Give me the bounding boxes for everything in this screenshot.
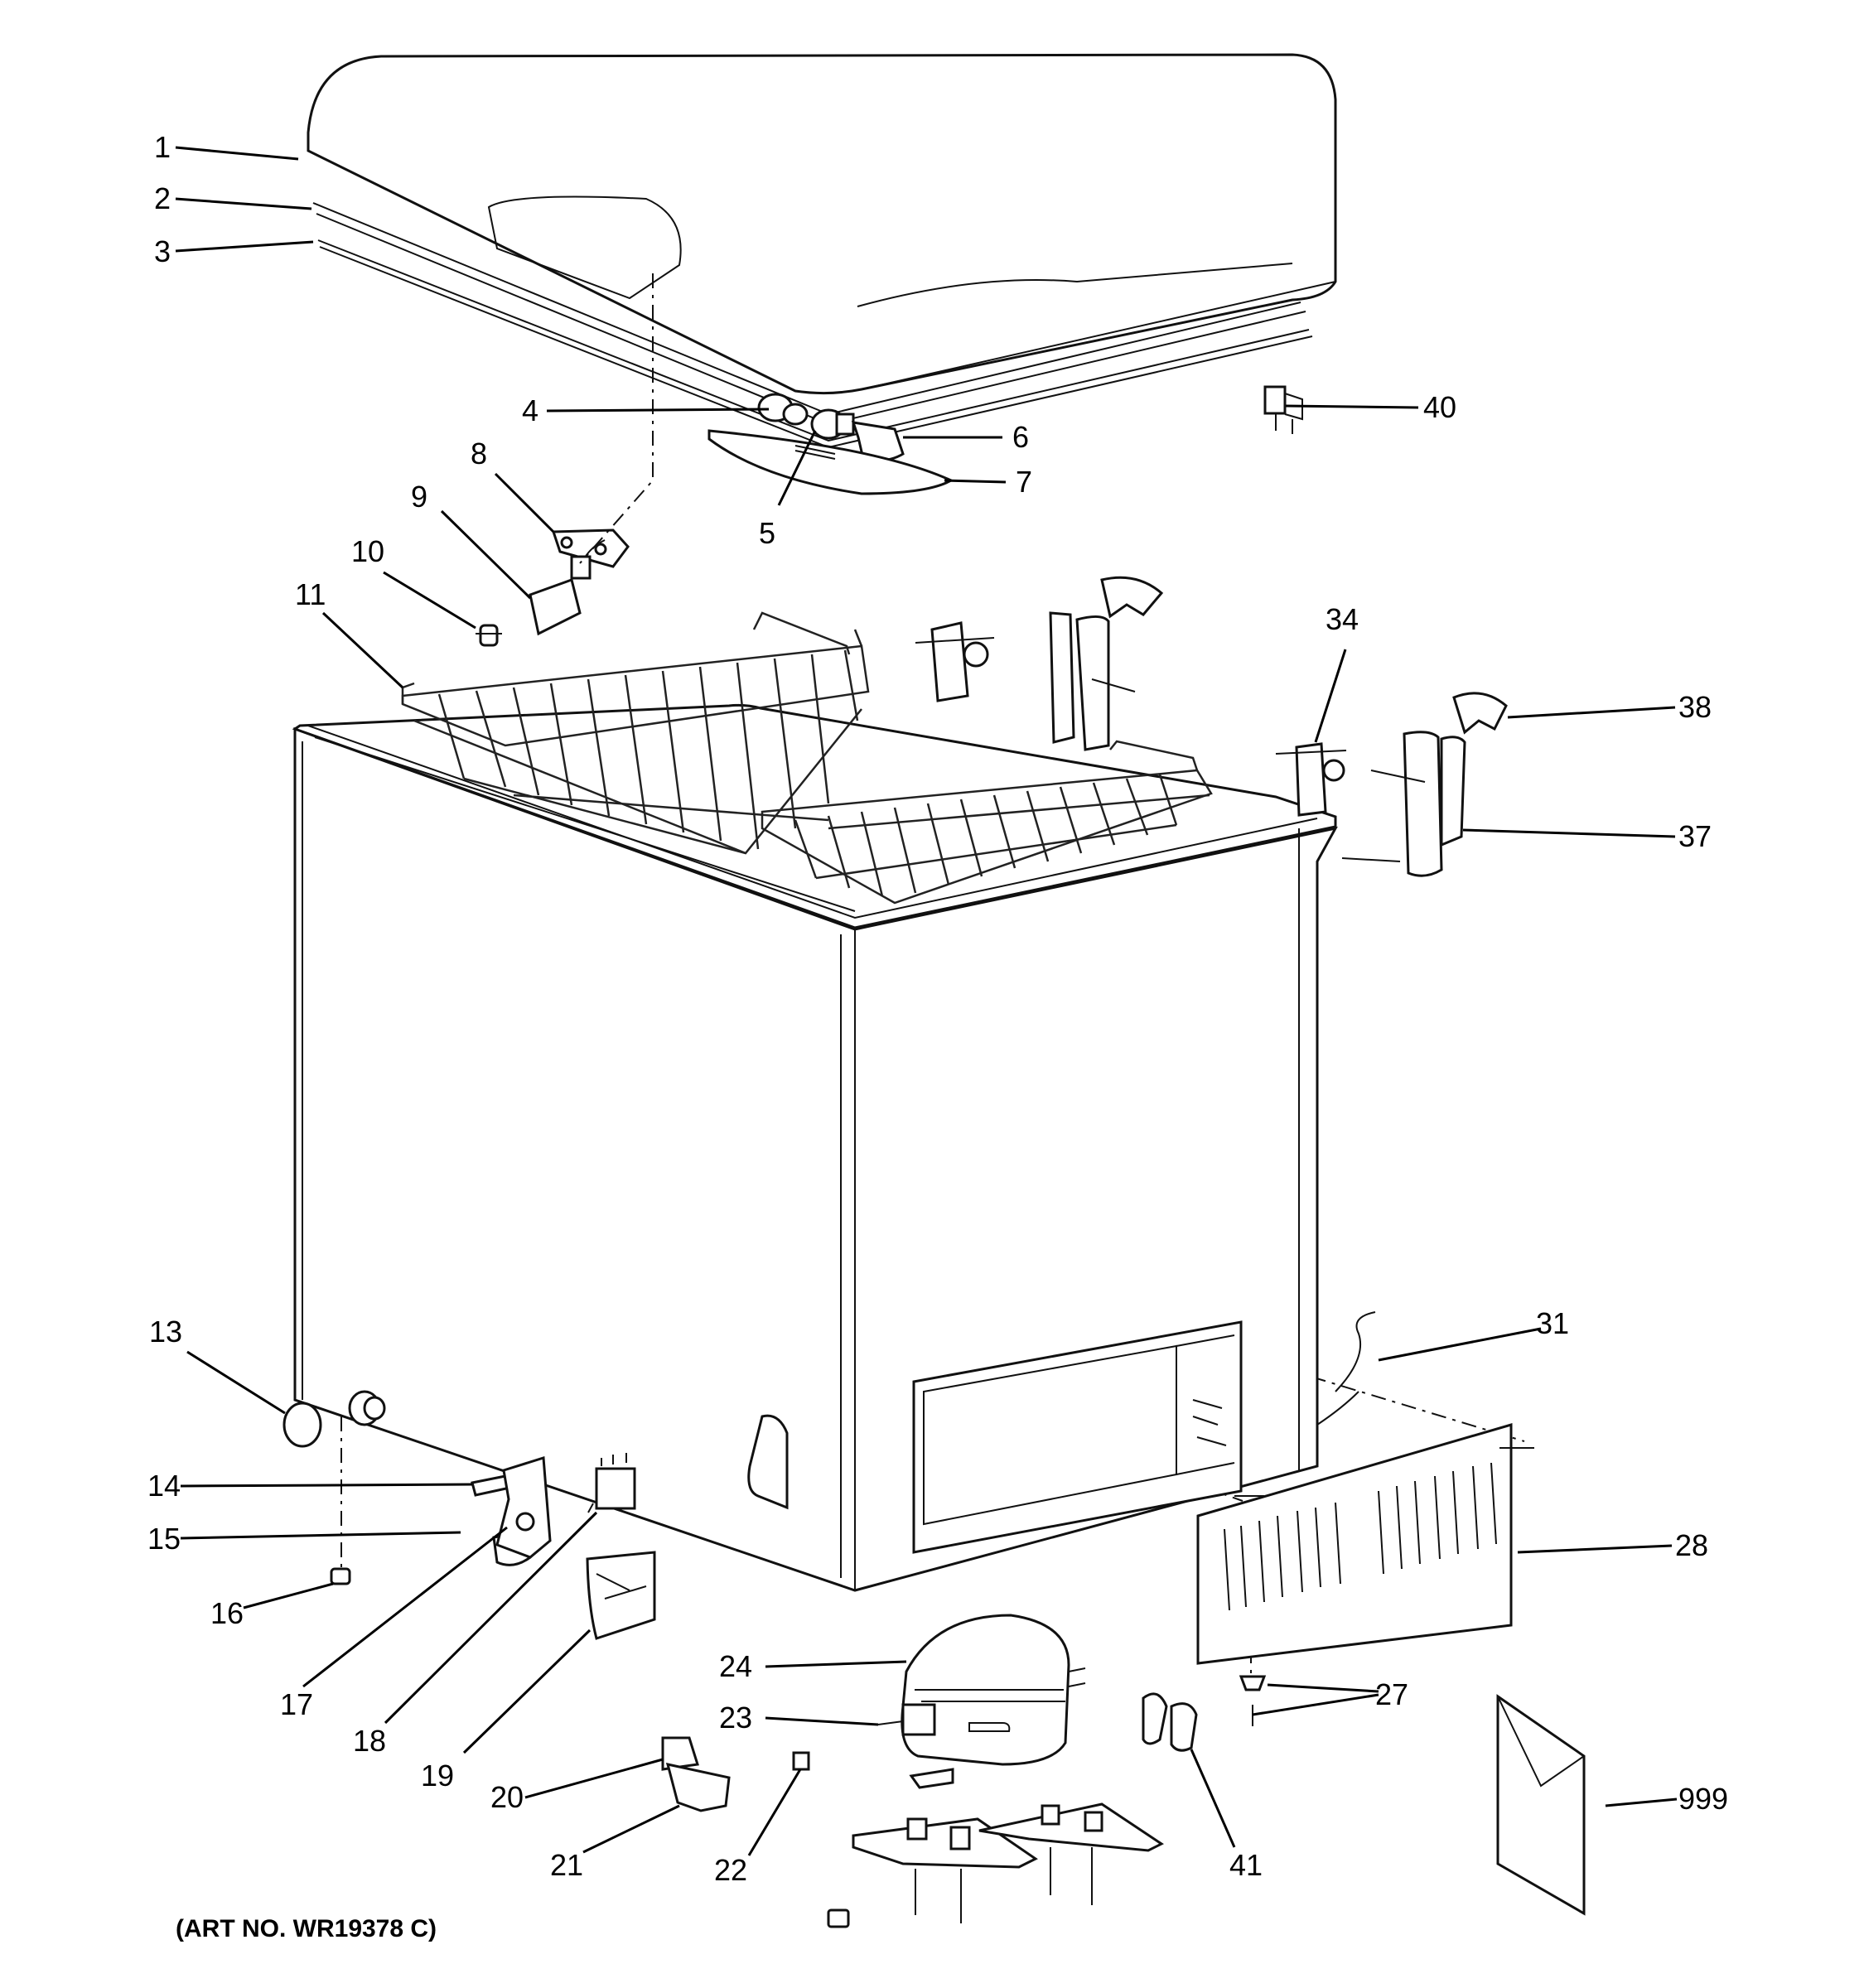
callout-37: 37 — [1678, 819, 1712, 853]
part-40-bracket — [1263, 385, 1303, 434]
control-parts — [282, 1390, 656, 1640]
part-8-9-hinge — [529, 528, 630, 636]
callout-16: 16 — [210, 1596, 244, 1630]
callout-40: 40 — [1423, 390, 1456, 424]
rear-hinges — [915, 576, 1508, 877]
callout-9: 9 — [411, 480, 427, 514]
bottom-right-parts — [661, 1311, 1586, 1928]
callout-22: 22 — [714, 1853, 747, 1887]
callout-11: 11 — [295, 577, 326, 611]
callout-13: 13 — [149, 1315, 182, 1349]
callout-34: 34 — [1326, 602, 1359, 636]
cabinet-body — [292, 703, 1338, 1592]
wire-baskets — [401, 611, 1213, 905]
callout-23: 23 — [719, 1701, 752, 1735]
callout-4: 4 — [522, 393, 538, 427]
part-10-bumper — [476, 624, 502, 647]
callout-5: 5 — [759, 516, 775, 550]
callout-14: 14 — [147, 1469, 181, 1503]
callout-8: 8 — [471, 437, 487, 470]
callout-27: 27 — [1375, 1677, 1408, 1711]
callout-3: 3 — [154, 234, 171, 268]
callout-21: 21 — [550, 1848, 583, 1882]
lid-assembly — [307, 53, 1337, 449]
callout-24: 24 — [719, 1649, 752, 1683]
light-assembly — [707, 393, 954, 495]
callout-6: 6 — [1012, 420, 1029, 454]
callout-31: 31 — [1536, 1306, 1569, 1340]
callout-18: 18 — [353, 1724, 386, 1758]
callout-1: 1 — [154, 130, 171, 164]
callout-labels: 1 2 3 4 5 6 7 8 9 10 11 13 14 15 16 17 1… — [147, 130, 1728, 1887]
callout-38: 38 — [1678, 690, 1712, 724]
centerline-lid — [579, 273, 654, 564]
callout-10: 10 — [351, 534, 384, 568]
callout-28: 28 — [1675, 1528, 1708, 1562]
callout-2: 2 — [154, 181, 171, 215]
art-number: (ART NO. WR19378 C) — [176, 1915, 437, 1942]
callout-7: 7 — [1016, 465, 1032, 499]
callout-999: 999 — [1678, 1782, 1728, 1816]
callout-15: 15 — [147, 1522, 181, 1556]
callout-17: 17 — [280, 1687, 313, 1721]
leader-lines — [175, 146, 1678, 1856]
callout-19: 19 — [421, 1759, 454, 1793]
callout-20: 20 — [490, 1780, 524, 1814]
callout-41: 41 — [1229, 1848, 1263, 1882]
